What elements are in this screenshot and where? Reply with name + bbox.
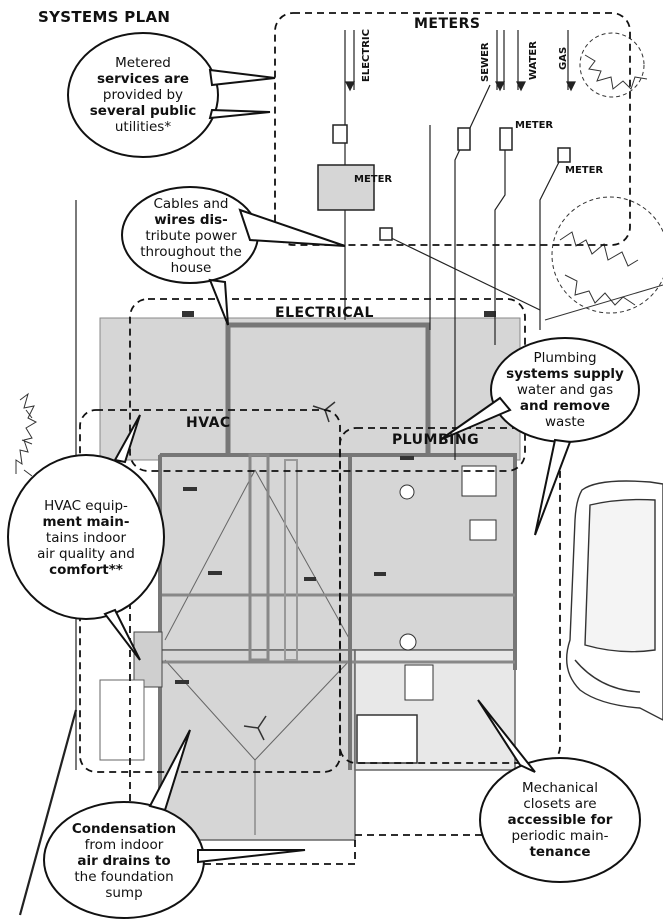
meter-label-water: METER [515, 120, 554, 131]
zone-label-plumbing: PLUMBING [392, 432, 480, 448]
callout-meters-line1: Metered [115, 55, 171, 71]
callout-condensation-line2: from indoor [84, 837, 164, 853]
shrub-left [15, 392, 38, 477]
callout-electrical-line4: throughout the [140, 243, 242, 260]
callout-hvac: HVAC equip- ment main- tains indoor air … [14, 490, 158, 585]
callout-plumbing-line4: and remove [519, 398, 611, 414]
callout-closets: Mechanical closets are accessible for pe… [486, 774, 634, 866]
parked-car [566, 480, 663, 721]
callout-electrical-line2: wires dis- [154, 211, 228, 228]
meter-boxes [317, 124, 571, 241]
utility-lines [344, 30, 576, 460]
callout-hvac-line4: air quality and [37, 545, 135, 562]
callout-plumbing-line1: Plumbing [533, 350, 597, 366]
callout-electrical-line3: tribute power [145, 227, 237, 244]
callout-electrical-line1: Cables and [153, 195, 229, 212]
callout-electrical: Cables and wires dis- tribute power thro… [128, 193, 254, 278]
callout-meters-line2: services are [96, 71, 190, 87]
meter-label-gas: METER [565, 165, 604, 176]
callout-closets-line5: tenance [529, 844, 591, 860]
meter-label-electric: METER [354, 174, 393, 185]
callout-condensation-line3: air drains to [77, 853, 171, 869]
callout-condensation-line4: the foundation [74, 869, 174, 885]
callout-bubbles [7, 32, 641, 919]
trees-top-right [551, 32, 663, 314]
callout-meters-line4: several public [89, 103, 197, 119]
line-label-gas: GAS [558, 46, 569, 70]
callout-condensation-line1: Condensation [71, 821, 177, 837]
callout-plumbing: Plumbing systems supply water and gas an… [495, 345, 635, 435]
callout-hvac-line3: tains indoor [45, 529, 127, 546]
zone-label-hvac: HVAC [186, 415, 231, 431]
callout-electrical-line5: house [170, 259, 212, 276]
house-floorplan [99, 311, 521, 841]
callout-plumbing-line5: waste [545, 414, 585, 430]
callout-closets-line2: closets are [523, 796, 597, 812]
callout-meters-line3: provided by [102, 87, 184, 103]
callout-plumbing-line2: systems supply [506, 366, 624, 382]
line-label-electric: ELECTRIC [361, 29, 372, 82]
callout-closets-line1: Mechanical [522, 780, 598, 796]
callout-condensation: Condensation from indoor air drains to t… [50, 815, 198, 907]
zone-label-electrical: ELECTRICAL [275, 305, 374, 321]
page-title: SYSTEMS PLAN [38, 8, 171, 26]
callout-hvac-line1: HVAC equip- [44, 497, 128, 514]
closet-outline [129, 470, 535, 865]
line-label-sewer: SEWER [480, 42, 491, 82]
callout-plumbing-line3: water and gas [516, 382, 614, 398]
callout-hvac-line2: ment main- [42, 513, 130, 530]
callout-closets-line3: accessible for [507, 812, 613, 828]
callout-meters-line5: utilities* [114, 119, 172, 135]
line-label-water: WATER [528, 41, 539, 80]
callout-hvac-line5: comfort** [49, 561, 123, 578]
callout-closets-line4: periodic main- [511, 828, 609, 844]
zone-label-meters: METERS [414, 16, 481, 32]
callout-condensation-line5: sump [105, 885, 143, 901]
callout-meters: Metered services are provided by several… [78, 50, 208, 140]
